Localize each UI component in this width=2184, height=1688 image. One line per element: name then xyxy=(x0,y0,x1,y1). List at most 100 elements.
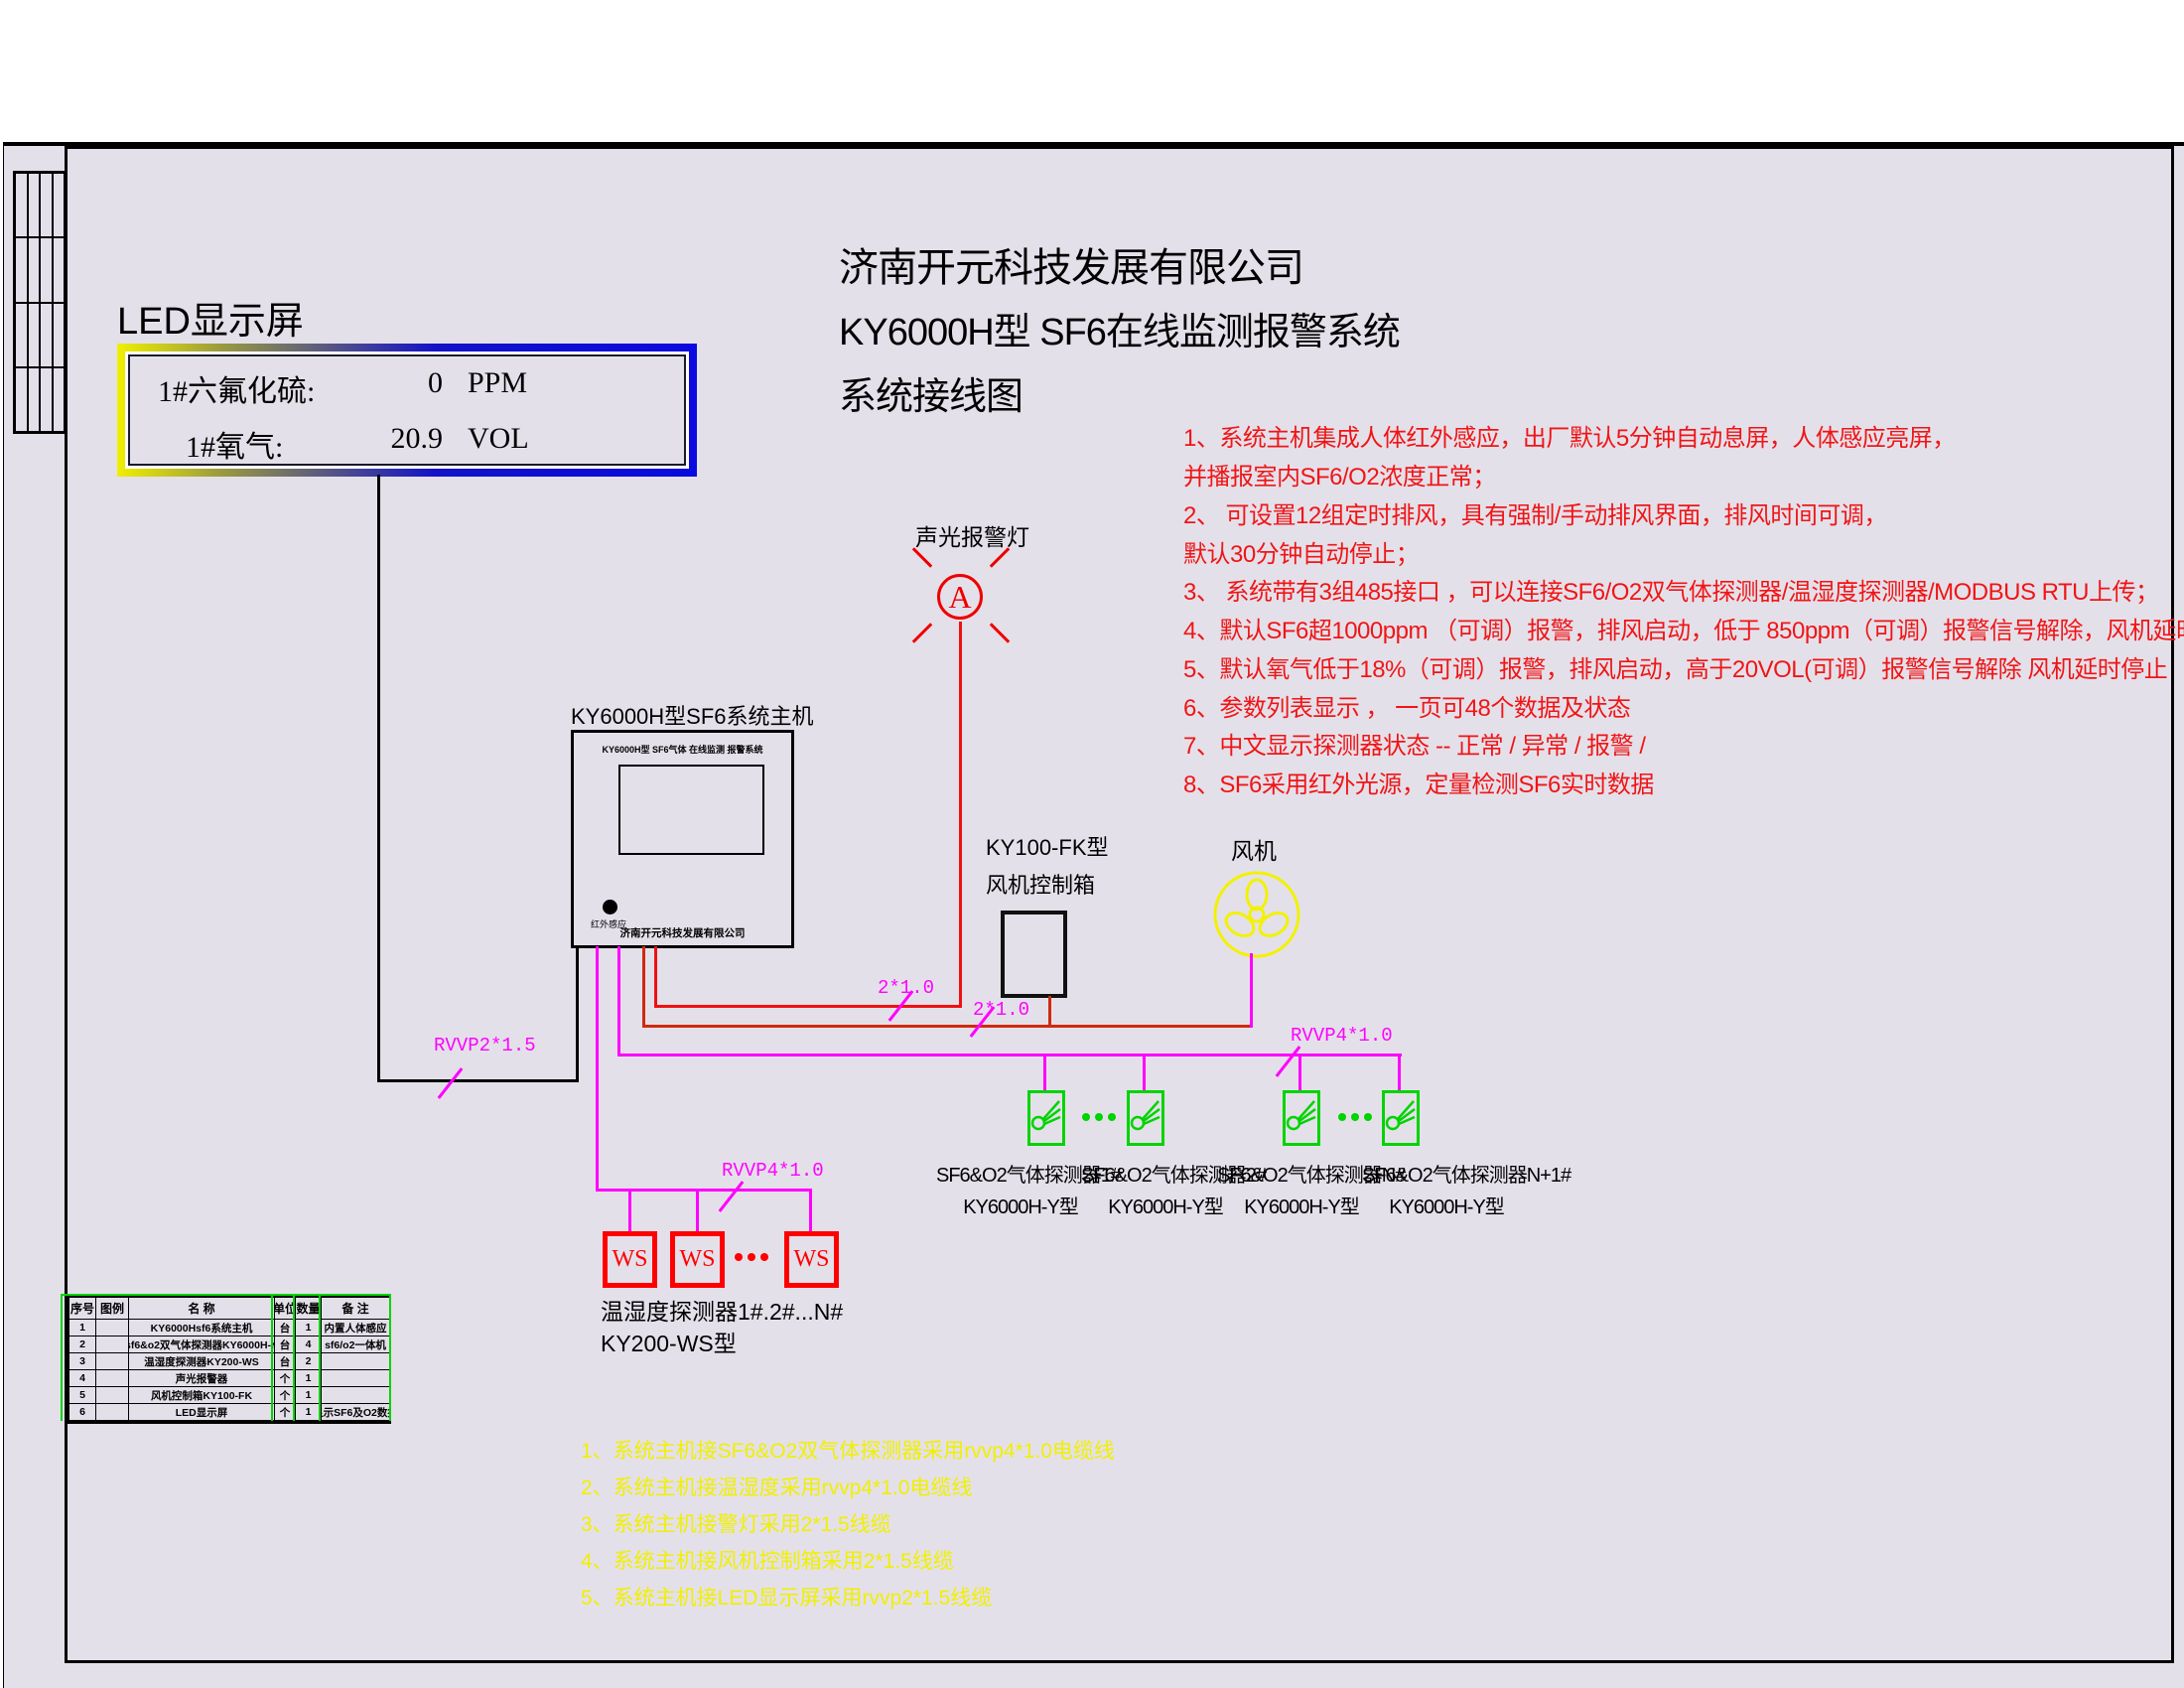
detector-caption-line2: KY6000H-Y型 xyxy=(1389,1196,1505,1218)
wire-detector-drop xyxy=(617,946,620,1056)
cell: 1 xyxy=(296,1404,322,1421)
temp-humidity-sensor-box: WS xyxy=(784,1231,839,1288)
temp-humidity-sensor-box: WS xyxy=(670,1231,725,1288)
led-row1-value: 0 xyxy=(428,366,443,399)
cell: 4 xyxy=(296,1336,322,1353)
red-note-line: 7、中文显示探测器状态 -- 正常 / 异常 / 报警 / xyxy=(1183,733,1646,760)
gas-detector-box xyxy=(1127,1090,1164,1146)
cell: 2 xyxy=(296,1353,322,1370)
cell: 4 xyxy=(69,1370,96,1387)
wire-ws-bus xyxy=(596,1189,812,1192)
fan-control-box xyxy=(1001,911,1067,998)
cell: 1 xyxy=(296,1370,322,1387)
table-green-line xyxy=(61,1294,391,1296)
cell: sf6&o2双气体探测器KY6000H-Y xyxy=(129,1336,275,1353)
wire-detector-branch xyxy=(1298,1054,1301,1091)
red-note-line: 并播报室内SF6/O2浓度正常； xyxy=(1183,464,1496,491)
main-unit-screen xyxy=(618,765,764,855)
fan-icon xyxy=(1213,871,1300,958)
table-row: 5 风机控制箱KY100-FK 个 1 xyxy=(69,1387,391,1404)
yellow-note-line: 3、系统主机接警灯采用2*1.5线缆 xyxy=(581,1513,891,1536)
gas-detector-box xyxy=(1382,1090,1420,1146)
col-header: 图例 xyxy=(96,1298,129,1320)
wire-fanbox-riser xyxy=(1048,996,1051,1028)
red-note-line: 8、SF6采用红外光源，定量检测SF6实时数据 xyxy=(1183,772,1654,798)
led-display-content: 1#六氟化硫: 0 PPM 1#氧气: 20.9 VOL xyxy=(128,354,686,466)
cell: 5 xyxy=(69,1387,96,1404)
wire-ws-drop xyxy=(596,946,599,1192)
ellipsis-dots xyxy=(1082,1113,1116,1121)
wire-label-detector-bus: RVVP4*1.0 xyxy=(1291,1025,1393,1047)
system-title: KY6000H型 SF6在线监测报警系统 xyxy=(839,312,1401,353)
cell xyxy=(322,1370,391,1387)
cell xyxy=(96,1320,129,1336)
cell: 内置人体感应 xyxy=(322,1320,391,1336)
ws-label: WS xyxy=(793,1246,830,1272)
parts-table: 序号 图例 名 称 单位 数量 备 注 1 KY6000Hsf6系统主机 台 1… xyxy=(68,1296,391,1424)
cell: LED显示屏 xyxy=(129,1404,275,1421)
wire-detector-bus xyxy=(617,1054,1402,1056)
wire-ws-branch xyxy=(696,1189,699,1231)
cell: sf6/o2一体机 xyxy=(322,1336,391,1353)
yellow-note-line: 1、系统主机接SF6&O2双气体探测器采用rvvp4*1.0电缆线 xyxy=(581,1440,1115,1463)
gas-detector-box xyxy=(1283,1090,1320,1146)
ellipsis-dots xyxy=(1338,1113,1372,1121)
fan-box-label-line2: 风机控制箱 xyxy=(986,873,1096,898)
detector-caption-line2: KY6000H-Y型 xyxy=(963,1196,1079,1218)
cell xyxy=(96,1336,129,1353)
table-row: 6 LED显示屏 个 1 显示SF6及O2数据 xyxy=(69,1404,391,1421)
table-row: 2 sf6&o2双气体探测器KY6000H-Y 台 4 sf6/o2一体机 xyxy=(69,1336,391,1353)
table-green-line xyxy=(389,1294,391,1421)
red-note-line: 4、默认SF6超1000ppm （可调）报警，排风启动，低于 850ppm（可调… xyxy=(1183,618,2184,644)
red-note-line: 5、默认氧气低于18%（可调）报警，排风启动，高于20VOL(可调）报警信号解除… xyxy=(1183,656,2168,683)
cell: 显示SF6及O2数据 xyxy=(322,1404,391,1421)
table-row: 1 KY6000Hsf6系统主机 台 1 内置人体感应 xyxy=(69,1320,391,1336)
wire-detector-branch xyxy=(1398,1054,1401,1091)
yellow-note-line: 5、系统主机接LED显示屏采用rvvp2*1.5线缆 xyxy=(581,1587,993,1610)
binding-margin-grid xyxy=(13,171,67,434)
wire-label-fanbox: 2*1.0 xyxy=(973,999,1030,1021)
cell: 3 xyxy=(69,1353,96,1370)
main-unit-header: KY6000H型 SF6气体 在线监测 报警系统 xyxy=(602,745,763,755)
wire-led-vertical xyxy=(377,475,380,1082)
led-row1-name: 1#六氟化硫: xyxy=(158,375,316,408)
cell: 声光报警器 xyxy=(129,1370,275,1387)
detector-caption: SF6&O2气体探测器1# KY6000H-Y型 xyxy=(936,1160,1122,1223)
ellipsis-dots xyxy=(735,1253,768,1261)
led-display-gap: 1#六氟化硫: 0 PPM 1#氧气: 20.9 VOL xyxy=(125,352,689,469)
cell: 6 xyxy=(69,1404,96,1421)
table-green-line xyxy=(293,1294,295,1421)
cell: KY6000Hsf6系统主机 xyxy=(129,1320,275,1336)
ws-label: WS xyxy=(679,1246,716,1272)
yellow-note-line: 2、系统主机接温湿度采用rvvp4*1.0电缆线 xyxy=(581,1477,973,1499)
table-row: 4 声光报警器 个 1 xyxy=(69,1370,391,1387)
company-title: 济南开元科技发展有限公司 xyxy=(839,246,1304,290)
cell xyxy=(96,1353,129,1370)
detector-caption: SF6&O2气体探测器N# KY6000H-Y型 xyxy=(1217,1160,1406,1223)
alarm-symbol: A xyxy=(948,578,972,615)
ws-caption-line2: KY200-WS型 xyxy=(601,1331,737,1356)
cell: 个 xyxy=(275,1370,296,1387)
detector-caption-line2: KY6000H-Y型 xyxy=(1244,1196,1360,1218)
fan-label: 风机 xyxy=(1231,838,1277,864)
cell xyxy=(96,1404,129,1421)
drawing-frame xyxy=(65,146,2174,1663)
gas-detector-icon xyxy=(1130,1100,1160,1131)
detector-caption-line2: KY6000H-Y型 xyxy=(1108,1196,1224,1218)
cell: 个 xyxy=(275,1404,296,1421)
cell: 1 xyxy=(296,1320,322,1336)
wire-label-alarm: 2*1.0 xyxy=(878,977,935,999)
detector-caption: SF6&O2气体探测器N+1# KY6000H-Y型 xyxy=(1362,1160,1571,1223)
led-row2-value: 20.9 xyxy=(390,422,444,455)
main-unit-footer: 济南开元科技发展有限公司 xyxy=(619,927,746,939)
table-green-line xyxy=(319,1294,321,1421)
led-screen-label: LED显示屏 xyxy=(117,301,304,343)
fan-box-label-line1: KY100-FK型 xyxy=(986,835,1109,860)
temp-humidity-sensor-box: WS xyxy=(603,1231,657,1288)
cell: 温湿度探测器KY200-WS xyxy=(129,1353,275,1370)
cell: 2 xyxy=(69,1336,96,1353)
cell: 台 xyxy=(275,1353,296,1370)
wire-fanbox-horizontal xyxy=(642,1025,1253,1028)
wire-fanbox-drop xyxy=(642,946,645,1028)
